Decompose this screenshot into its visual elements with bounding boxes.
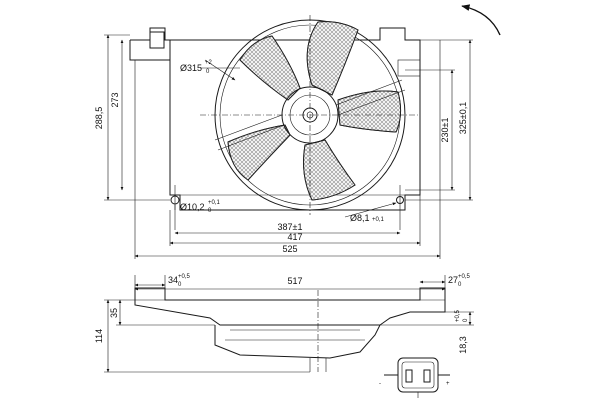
dim-387: 387±1 (278, 222, 303, 232)
dim-hole-right: Ø8,1 (350, 213, 370, 223)
dim-517: 517 (287, 276, 302, 286)
svg-text:+0,5: +0,5 (458, 274, 471, 280)
dim-273: 273 (110, 92, 120, 107)
svg-text:+: + (446, 381, 450, 387)
dim-fan-diameter: Ø315 (180, 63, 202, 73)
svg-text:0: 0 (458, 282, 462, 288)
dim-525: 525 (282, 244, 297, 254)
front-view (129, 15, 421, 230)
svg-text:0: 0 (206, 69, 210, 75)
connector-icon: - + (379, 357, 450, 398)
dim-18: 18,3 (458, 336, 468, 354)
dim-417: 417 (287, 232, 302, 242)
dim-34: 34 (168, 275, 178, 285)
svg-text:-: - (379, 381, 381, 387)
svg-text:+2: +2 (205, 60, 213, 66)
fan-blades (227, 21, 402, 201)
dim-27: 27 (448, 275, 458, 285)
svg-text:+0,1: +0,1 (208, 200, 221, 206)
side-view (134, 287, 446, 372)
svg-text:+0,5: +0,5 (178, 274, 191, 280)
dim-114: 114 (94, 329, 104, 343)
dim-325: 325±0,1 (458, 102, 468, 134)
svg-text:+0,1: +0,1 (372, 217, 385, 223)
svg-text:0: 0 (178, 282, 182, 288)
dim-288: 288,5 (94, 107, 104, 130)
rotation-arrow-icon (461, 4, 501, 36)
svg-text:0: 0 (208, 208, 212, 214)
dim-hole-left: Ø10,2 (180, 202, 205, 212)
svg-text:0: 0 (463, 318, 469, 322)
svg-text:+0,5: +0,5 (455, 309, 461, 322)
dim-35: 35 (109, 308, 119, 318)
dim-230: 230±1 (440, 118, 450, 143)
